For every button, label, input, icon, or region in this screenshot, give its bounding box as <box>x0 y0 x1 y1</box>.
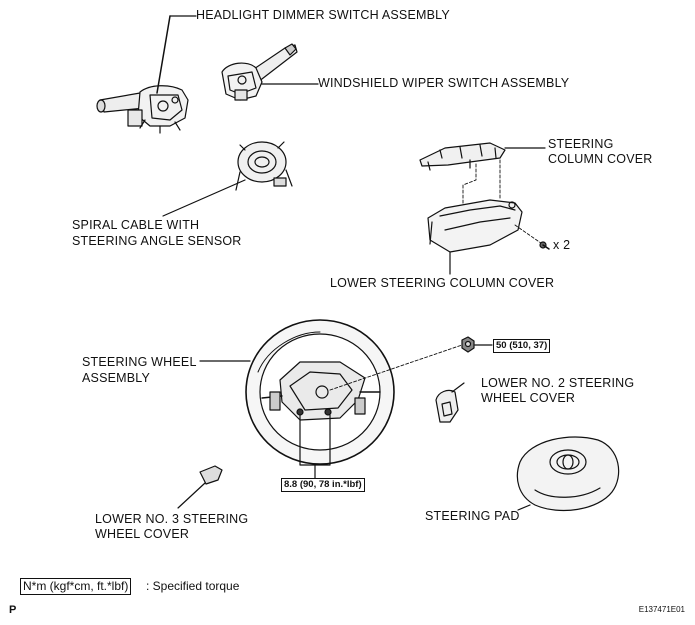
nut-torque-spec: 50 (510, 37) <box>493 339 551 353</box>
lower-no2-steering-wheel-cover-label-line2: WHEEL COVER <box>481 391 576 405</box>
lower-no3-steering-wheel-cover-label-line2: WHEEL COVER <box>95 527 190 541</box>
windshield-wiper-switch-label: WINDSHIELD WIPER SWITCH ASSEMBLY <box>318 76 570 90</box>
lower-no3-steering-wheel-cover-label-line1: LOWER NO. 3 STEERING <box>95 512 249 526</box>
steering-pad-part <box>516 436 620 512</box>
steering-pad-label: STEERING PAD <box>425 509 520 523</box>
headlight-dimmer-switch-part <box>96 85 189 134</box>
page-mark: P <box>9 604 17 616</box>
lower-steering-column-cover-label: LOWER STEERING COLUMN COVER <box>330 276 555 290</box>
spiral-cable-part <box>235 141 293 191</box>
spiral-cable-label-line1: SPIRAL CABLE WITH <box>72 218 200 232</box>
torque-legend-box: N*m (kgf*cm, ft.*lbf) <box>20 578 132 595</box>
steering-wheel-part <box>245 319 395 465</box>
screw-quantity-label: x 2 <box>553 238 571 252</box>
lower-no2-steering-wheel-cover-part <box>435 389 459 423</box>
headlight-dimmer-switch-label: HEADLIGHT DIMMER SWITCH ASSEMBLY <box>196 8 450 22</box>
spiral-cable-label-line2: STEERING ANGLE SENSOR <box>72 234 242 248</box>
screw-torque-spec: 8.8 (90, 78 in.*lbf) <box>281 478 365 492</box>
steering-column-cover-label-line2: COLUMN COVER <box>548 152 653 166</box>
steering-wheel-label-line2: ASSEMBLY <box>82 371 151 385</box>
steering-column-cover-label-line1: STEERING <box>548 137 614 151</box>
steering-wheel-label-line1: STEERING WHEEL <box>82 355 197 369</box>
steering-column-cover-part <box>419 142 506 171</box>
windshield-wiper-switch-part <box>221 43 298 101</box>
screw-part <box>539 241 550 250</box>
torque-legend-text: : Specified torque <box>146 579 240 593</box>
lower-no2-steering-wheel-cover-label-line1: LOWER NO. 2 STEERING <box>481 376 635 390</box>
steering-wheel-nut-part <box>461 336 475 353</box>
figure-code: E137471E01 <box>638 605 685 614</box>
lower-steering-column-cover-part <box>427 199 523 253</box>
lower-no3-steering-wheel-cover-part <box>199 465 223 485</box>
